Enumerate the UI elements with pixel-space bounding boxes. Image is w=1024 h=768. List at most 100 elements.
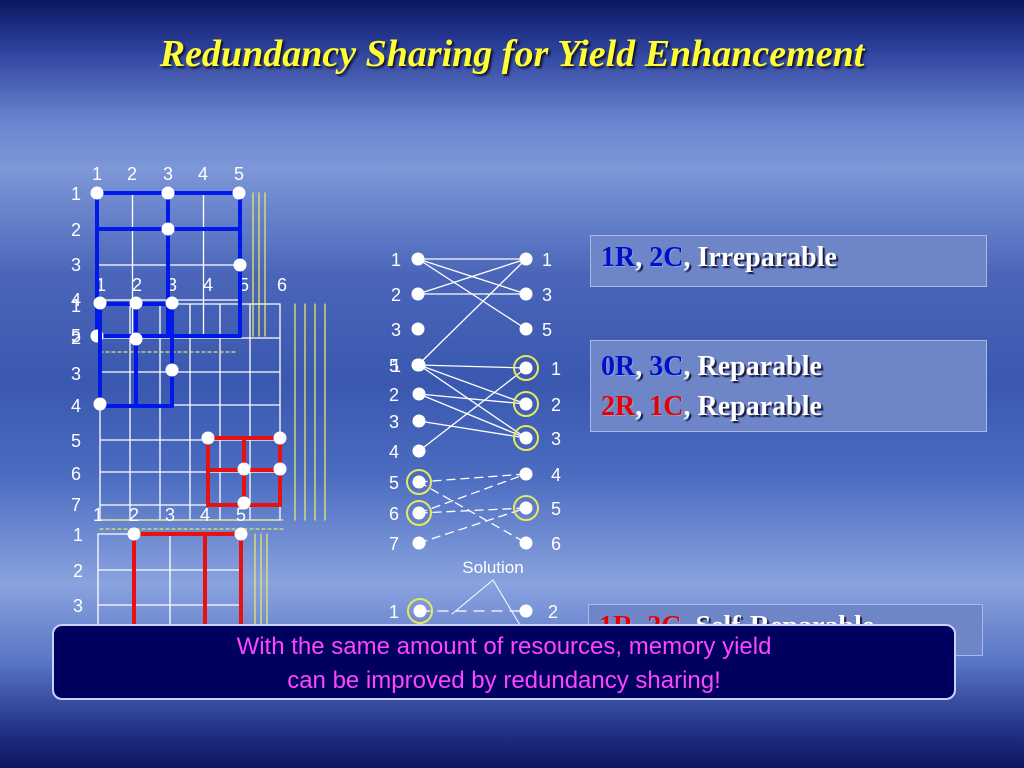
selection-ring xyxy=(407,598,433,624)
fault-cell-dot xyxy=(129,332,143,346)
fault-cell-dot xyxy=(237,462,251,476)
column-number: 6 xyxy=(277,275,287,295)
column-count: 1C xyxy=(649,391,684,422)
selection-ring xyxy=(513,391,539,417)
column-number: 3 xyxy=(167,275,177,295)
node-label: 7 xyxy=(389,534,399,554)
graph-edge xyxy=(418,367,527,452)
node-label: 4 xyxy=(389,442,399,462)
column-number: 3 xyxy=(165,505,175,525)
right-node xyxy=(519,322,533,336)
right-node xyxy=(519,397,533,411)
fault-cell-dot xyxy=(161,222,175,236)
node-label: 2 xyxy=(548,602,558,622)
left-node xyxy=(413,604,427,618)
fault-cell-dot xyxy=(165,363,179,377)
result-status: Reparable xyxy=(697,391,822,422)
row-number: 2 xyxy=(71,328,81,348)
column-number: 1 xyxy=(92,164,102,184)
left-node xyxy=(412,506,426,520)
node-label: 5 xyxy=(389,473,399,493)
right-node xyxy=(519,501,533,515)
row-number: 5 xyxy=(71,326,81,346)
graph-edge xyxy=(418,420,527,439)
fault-cell-dot xyxy=(90,186,104,200)
left-node xyxy=(412,358,426,372)
column-number: 4 xyxy=(203,275,213,295)
graph-edge-dashed xyxy=(418,507,527,514)
left-node xyxy=(412,536,426,550)
node-label: 2 xyxy=(551,395,561,415)
left-node xyxy=(411,252,425,266)
solution-label: Solution xyxy=(462,558,523,577)
fault-cell-dot xyxy=(161,186,175,200)
fault-cell-dot xyxy=(237,496,251,510)
fault-cell-dot xyxy=(233,258,247,272)
left-node xyxy=(412,414,426,428)
column-count: 3C xyxy=(649,351,684,382)
column-number: 3 xyxy=(163,164,173,184)
node-label: 6 xyxy=(551,534,561,554)
node-label: 2 xyxy=(389,385,399,405)
row-number: 4 xyxy=(71,290,81,310)
node-label: 1 xyxy=(389,602,399,622)
column-number: 2 xyxy=(127,164,137,184)
row-number: 5 xyxy=(71,431,81,451)
row-number: 6 xyxy=(71,464,81,484)
graph-edge xyxy=(417,258,527,366)
row-number: 2 xyxy=(71,220,81,240)
right-node xyxy=(519,252,533,266)
right-node xyxy=(519,361,533,375)
row-count: 2R xyxy=(601,391,636,422)
fault-cell-dot xyxy=(93,296,107,310)
selection-ring xyxy=(513,425,539,451)
selection-ring xyxy=(513,495,539,521)
node-label: 3 xyxy=(551,429,561,449)
graph-edge xyxy=(418,364,527,405)
node-label: 1 xyxy=(391,356,401,376)
row-number: 7 xyxy=(71,495,81,515)
row-number: 1 xyxy=(71,184,81,204)
node-label: 2 xyxy=(391,285,401,305)
node-label: 3 xyxy=(542,285,552,305)
node-label: 5 xyxy=(389,356,399,376)
row-number: 1 xyxy=(73,525,83,545)
node-label: 3 xyxy=(389,412,399,432)
node-label: 1 xyxy=(551,359,561,379)
graph-edge xyxy=(417,258,527,295)
fault-cell-dot xyxy=(273,431,287,445)
fault-cell-dot xyxy=(129,296,143,310)
column-number: 2 xyxy=(129,505,139,525)
row-number: 3 xyxy=(73,596,83,616)
column-number: 1 xyxy=(93,505,103,525)
row-number: 1 xyxy=(71,296,81,316)
callout-box: With the same amount of resources, memor… xyxy=(52,624,956,700)
slide-title: Redundancy Sharing for Yield Enhancement xyxy=(159,33,865,75)
graph-edge-dashed xyxy=(418,507,527,544)
left-node xyxy=(412,475,426,489)
node-label: 6 xyxy=(389,504,399,524)
solution-pointer xyxy=(492,579,521,626)
graph-edge xyxy=(418,364,527,369)
reparable-line-1: 0R, 3C, Reparable xyxy=(601,351,822,382)
reparable-line-2: 2R, 1C, Reparable xyxy=(601,391,822,422)
solution-pointer xyxy=(451,579,494,615)
left-node xyxy=(411,322,425,336)
callout-line-1: With the same amount of resources, memor… xyxy=(236,633,772,660)
node-label: 1 xyxy=(542,250,552,270)
row-number: 4 xyxy=(71,396,81,416)
graph-edge xyxy=(418,364,527,439)
column-number: 1 xyxy=(96,275,106,295)
node-label: 4 xyxy=(551,465,561,485)
selection-ring xyxy=(406,500,432,526)
callout-line-2: can be improved by redundancy sharing! xyxy=(287,667,721,694)
node-label: 1 xyxy=(391,250,401,270)
row-number: 2 xyxy=(73,561,83,581)
result-status: Reparable xyxy=(697,351,822,382)
column-number: 2 xyxy=(132,275,142,295)
fault-cell-dot xyxy=(127,527,141,541)
row-number: 3 xyxy=(71,255,81,275)
left-node xyxy=(412,444,426,458)
